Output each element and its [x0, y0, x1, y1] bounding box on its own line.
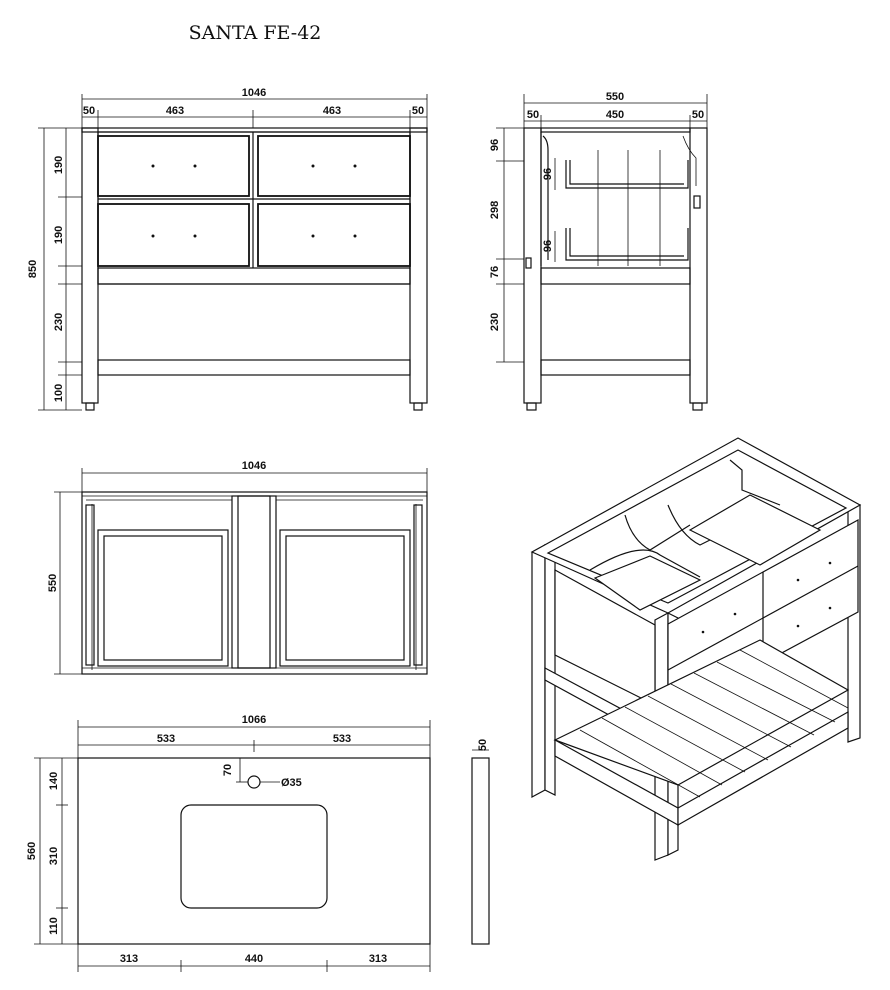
side-drawer-section: 298 [489, 201, 501, 219]
countertop-half-right: 533 [333, 733, 351, 745]
front-leg-left: 50 [83, 105, 95, 117]
front-overall-width: 1046 [242, 87, 266, 99]
countertop-left-margin: 313 [120, 953, 138, 965]
front-drawer-left-width: 463 [166, 105, 184, 117]
countertop-depth: 560 [26, 842, 38, 860]
top-view-width: 1046 [242, 460, 266, 472]
front-elevation-view: 1046 50 463 463 50 850 190 190 230 100 [27, 87, 428, 411]
front-row1-height: 190 [53, 156, 65, 174]
front-base-height: 100 [53, 384, 65, 402]
side-top-rail: 96 [489, 139, 501, 151]
faucet-hole-diameter: Ø35 [281, 777, 302, 789]
front-drawer-right-width: 463 [323, 105, 341, 117]
side-leg-back: 50 [692, 109, 704, 121]
side-inner-depth: 450 [606, 109, 624, 121]
side-leg-front: 50 [527, 109, 539, 121]
countertop-sink-depth: 310 [48, 847, 60, 865]
countertop-thickness: 50 [477, 739, 489, 751]
front-row2-height: 190 [53, 226, 65, 244]
faucet-hole-icon [247, 775, 261, 789]
drawing-title: SANTA FE-42 [189, 22, 322, 44]
front-drawer-bottom-left [97, 203, 250, 267]
side-overall-depth: 550 [606, 91, 624, 103]
countertop-plan-view: 1066 533 533 70 Ø35 560 140 310 110 313 … [26, 714, 490, 972]
top-view-depth: 550 [47, 574, 59, 592]
countertop-slab [77, 757, 431, 945]
front-drawer-top-left [97, 135, 250, 197]
countertop-half-left: 533 [157, 733, 175, 745]
side-bottom-rail: 76 [489, 266, 501, 278]
countertop-right-margin: 313 [369, 953, 387, 965]
countertop-width: 1066 [242, 714, 266, 726]
countertop-sink-width: 440 [245, 953, 263, 965]
side-shelf-gap: 230 [489, 313, 501, 331]
front-shelf-height: 230 [53, 313, 65, 331]
front-leg-right: 50 [412, 105, 424, 117]
sink-cutout [180, 804, 328, 909]
countertop-back-margin: 140 [48, 772, 60, 790]
countertop-edge-profile [471, 757, 490, 945]
front-drawer-top-right [257, 135, 411, 197]
side-section-view: 550 50 450 50 96 298 76 230 96 96 [489, 91, 708, 411]
front-overall-height: 850 [27, 260, 39, 278]
countertop-front-margin: 110 [48, 917, 60, 935]
isometric-view [530, 437, 862, 861]
faucet-offset: 70 [222, 764, 234, 776]
front-drawer-bottom-right [257, 203, 411, 267]
top-plan-view: 1046 550 [47, 460, 428, 675]
